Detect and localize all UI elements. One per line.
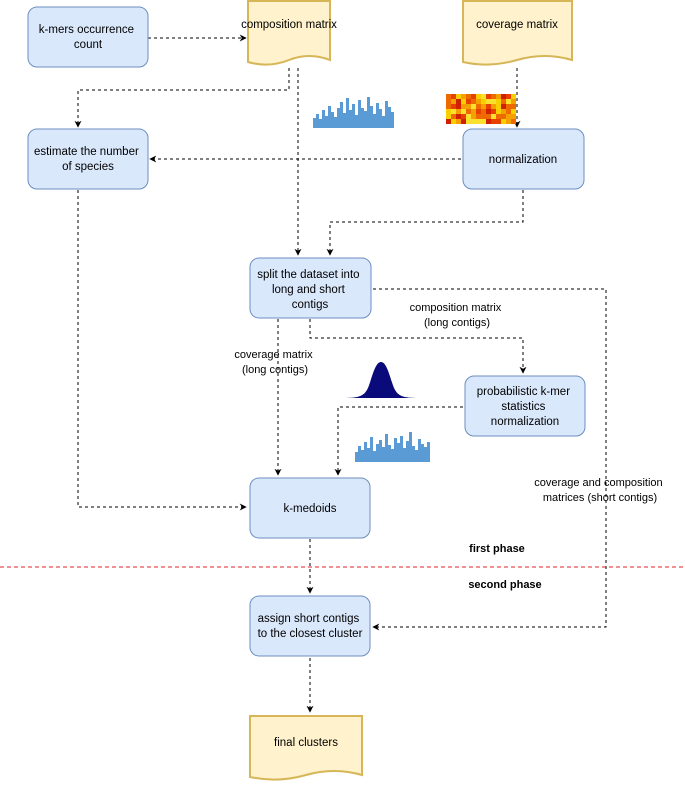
node-normalization: normalization	[462, 128, 585, 190]
node-assign-short-contigs: assign short contigs to the closest clus…	[249, 595, 371, 657]
histogram-icon	[355, 432, 430, 462]
node-kmers-occurrence: k-mers occurrence count	[27, 6, 149, 68]
second-phase-label: second phase	[468, 579, 541, 591]
node-split-dataset: split the dataset into long and short co…	[249, 257, 372, 319]
gaussian-curve-icon	[342, 362, 420, 398]
edge-normalization-to-split	[326, 190, 524, 256]
first-phase-label: first phase	[469, 543, 525, 555]
edge-label-cov-comp-short: coverage and composition matrices (short…	[534, 477, 665, 504]
edge-composition-to-estimate	[74, 68, 290, 128]
svg-text:composition matrix: composition matrix	[241, 19, 337, 31]
svg-text:probabilistic k-mer stat: probabilistic k-mer statistics normaliza…	[477, 386, 574, 428]
node-coverage-matrix: coverage matrix	[462, 0, 573, 66]
svg-text:normalization: normalization	[489, 154, 557, 166]
edge-label-composition-long: composition matrix (long contigs)	[410, 302, 505, 329]
edges	[74, 34, 607, 713]
node-final-clusters: final clusters	[249, 715, 363, 781]
svg-text:k-mers occurrence count: k-mers occurrence count	[39, 24, 137, 51]
svg-text:coverage matrix: coverage matrix	[476, 19, 558, 31]
svg-text:split the dataset into l: split the dataset into long and short co…	[257, 269, 363, 311]
edge-probabilistic-to-kmedoids	[334, 406, 463, 476]
node-composition-matrix: composition matrix	[241, 0, 337, 66]
edge-label-coverage-long: coverage matrix (long contigs)	[234, 349, 315, 376]
node-probabilistic-normalization: probabilistic k-mer statistics normaliza…	[464, 375, 586, 437]
svg-text:final clusters: final clusters	[274, 737, 338, 749]
svg-text:k-medoids: k-medoids	[283, 503, 336, 515]
node-kmedoids: k-medoids	[249, 477, 371, 539]
edge-split-to-assign	[372, 288, 607, 631]
edge-estimate-to-kmedoids	[77, 190, 247, 511]
node-estimate-species: estimate the number of species	[27, 128, 149, 190]
histogram-icon	[313, 97, 394, 128]
edge-split-to-probabilistic	[309, 319, 527, 374]
svg-text:estimate the number of s: estimate the number of species	[34, 146, 142, 173]
heatmap-icon	[446, 94, 516, 124]
svg-text:assign short contigs to: assign short contigs to the closest clus…	[258, 613, 363, 640]
